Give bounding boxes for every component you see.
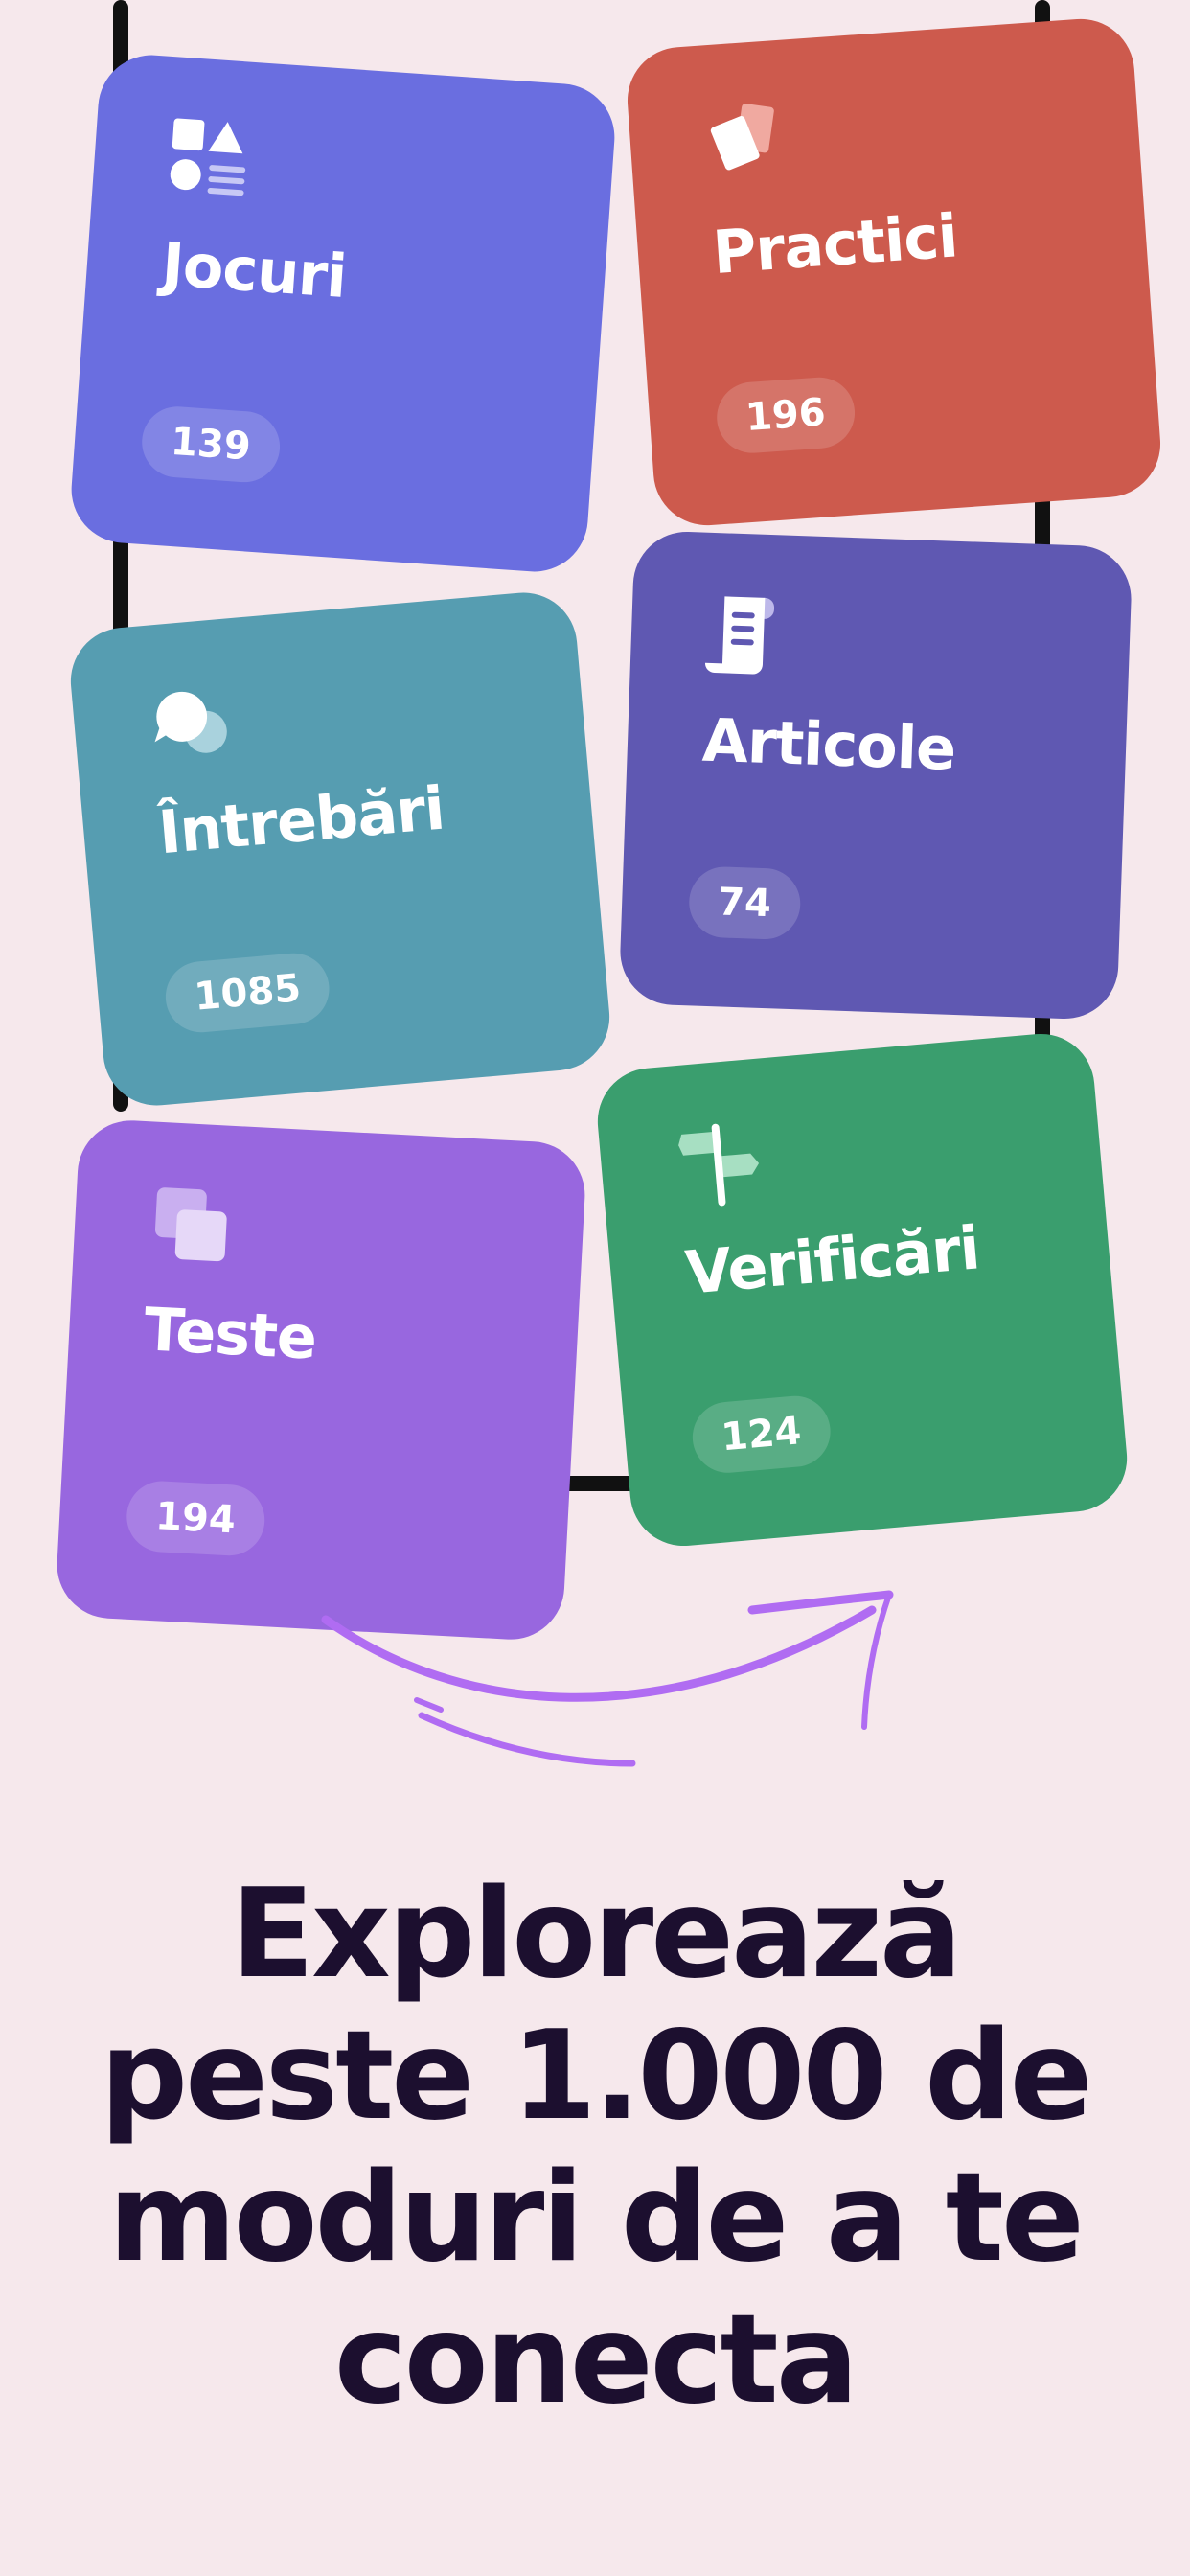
scroll-icon	[704, 596, 775, 675]
curved-arrow-icon	[321, 1590, 894, 1767]
category-title: Practici	[710, 200, 960, 288]
signpost-icon	[678, 1123, 760, 1207]
category-title: Jocuri	[159, 228, 349, 312]
category-card-teste[interactable]: Teste 194	[54, 1117, 588, 1643]
category-count-badge: 1085	[162, 950, 332, 1036]
headline-line-2: peste 1.000 de	[100, 2005, 1092, 2148]
category-card-articole[interactable]: Articole 74	[618, 530, 1133, 1021]
headline-line-4: conecta	[333, 2288, 858, 2431]
category-title: Articole	[700, 704, 957, 784]
category-card-practici[interactable]: Practici 196	[624, 15, 1164, 529]
headline-line-3: moduri de a te	[108, 2147, 1085, 2289]
category-count-badge: 124	[689, 1392, 834, 1476]
headline-line-1: Explorează	[230, 1863, 963, 2006]
phone-frame-bottom-edge	[546, 1476, 652, 1491]
category-count-badge: 194	[125, 1479, 266, 1558]
chat-bubbles-icon	[154, 691, 227, 753]
category-card-jocuri[interactable]: Jocuri 139	[67, 51, 619, 576]
category-title: Verificări	[682, 1212, 982, 1308]
category-title: Întrebări	[155, 772, 447, 868]
headline: Explorează peste 1.000 de moduri de a te…	[0, 1864, 1190, 2431]
cards-icon	[710, 104, 774, 171]
category-card-intrebari[interactable]: Întrebări 1085	[66, 587, 614, 1111]
category-count-badge: 196	[714, 375, 858, 456]
layers-icon	[154, 1187, 227, 1262]
category-count-badge: 139	[139, 403, 283, 485]
category-title: Teste	[142, 1294, 318, 1373]
shapes-icon	[170, 118, 246, 196]
category-count-badge: 74	[688, 865, 802, 941]
category-card-verificari[interactable]: Verificări 124	[593, 1029, 1132, 1551]
